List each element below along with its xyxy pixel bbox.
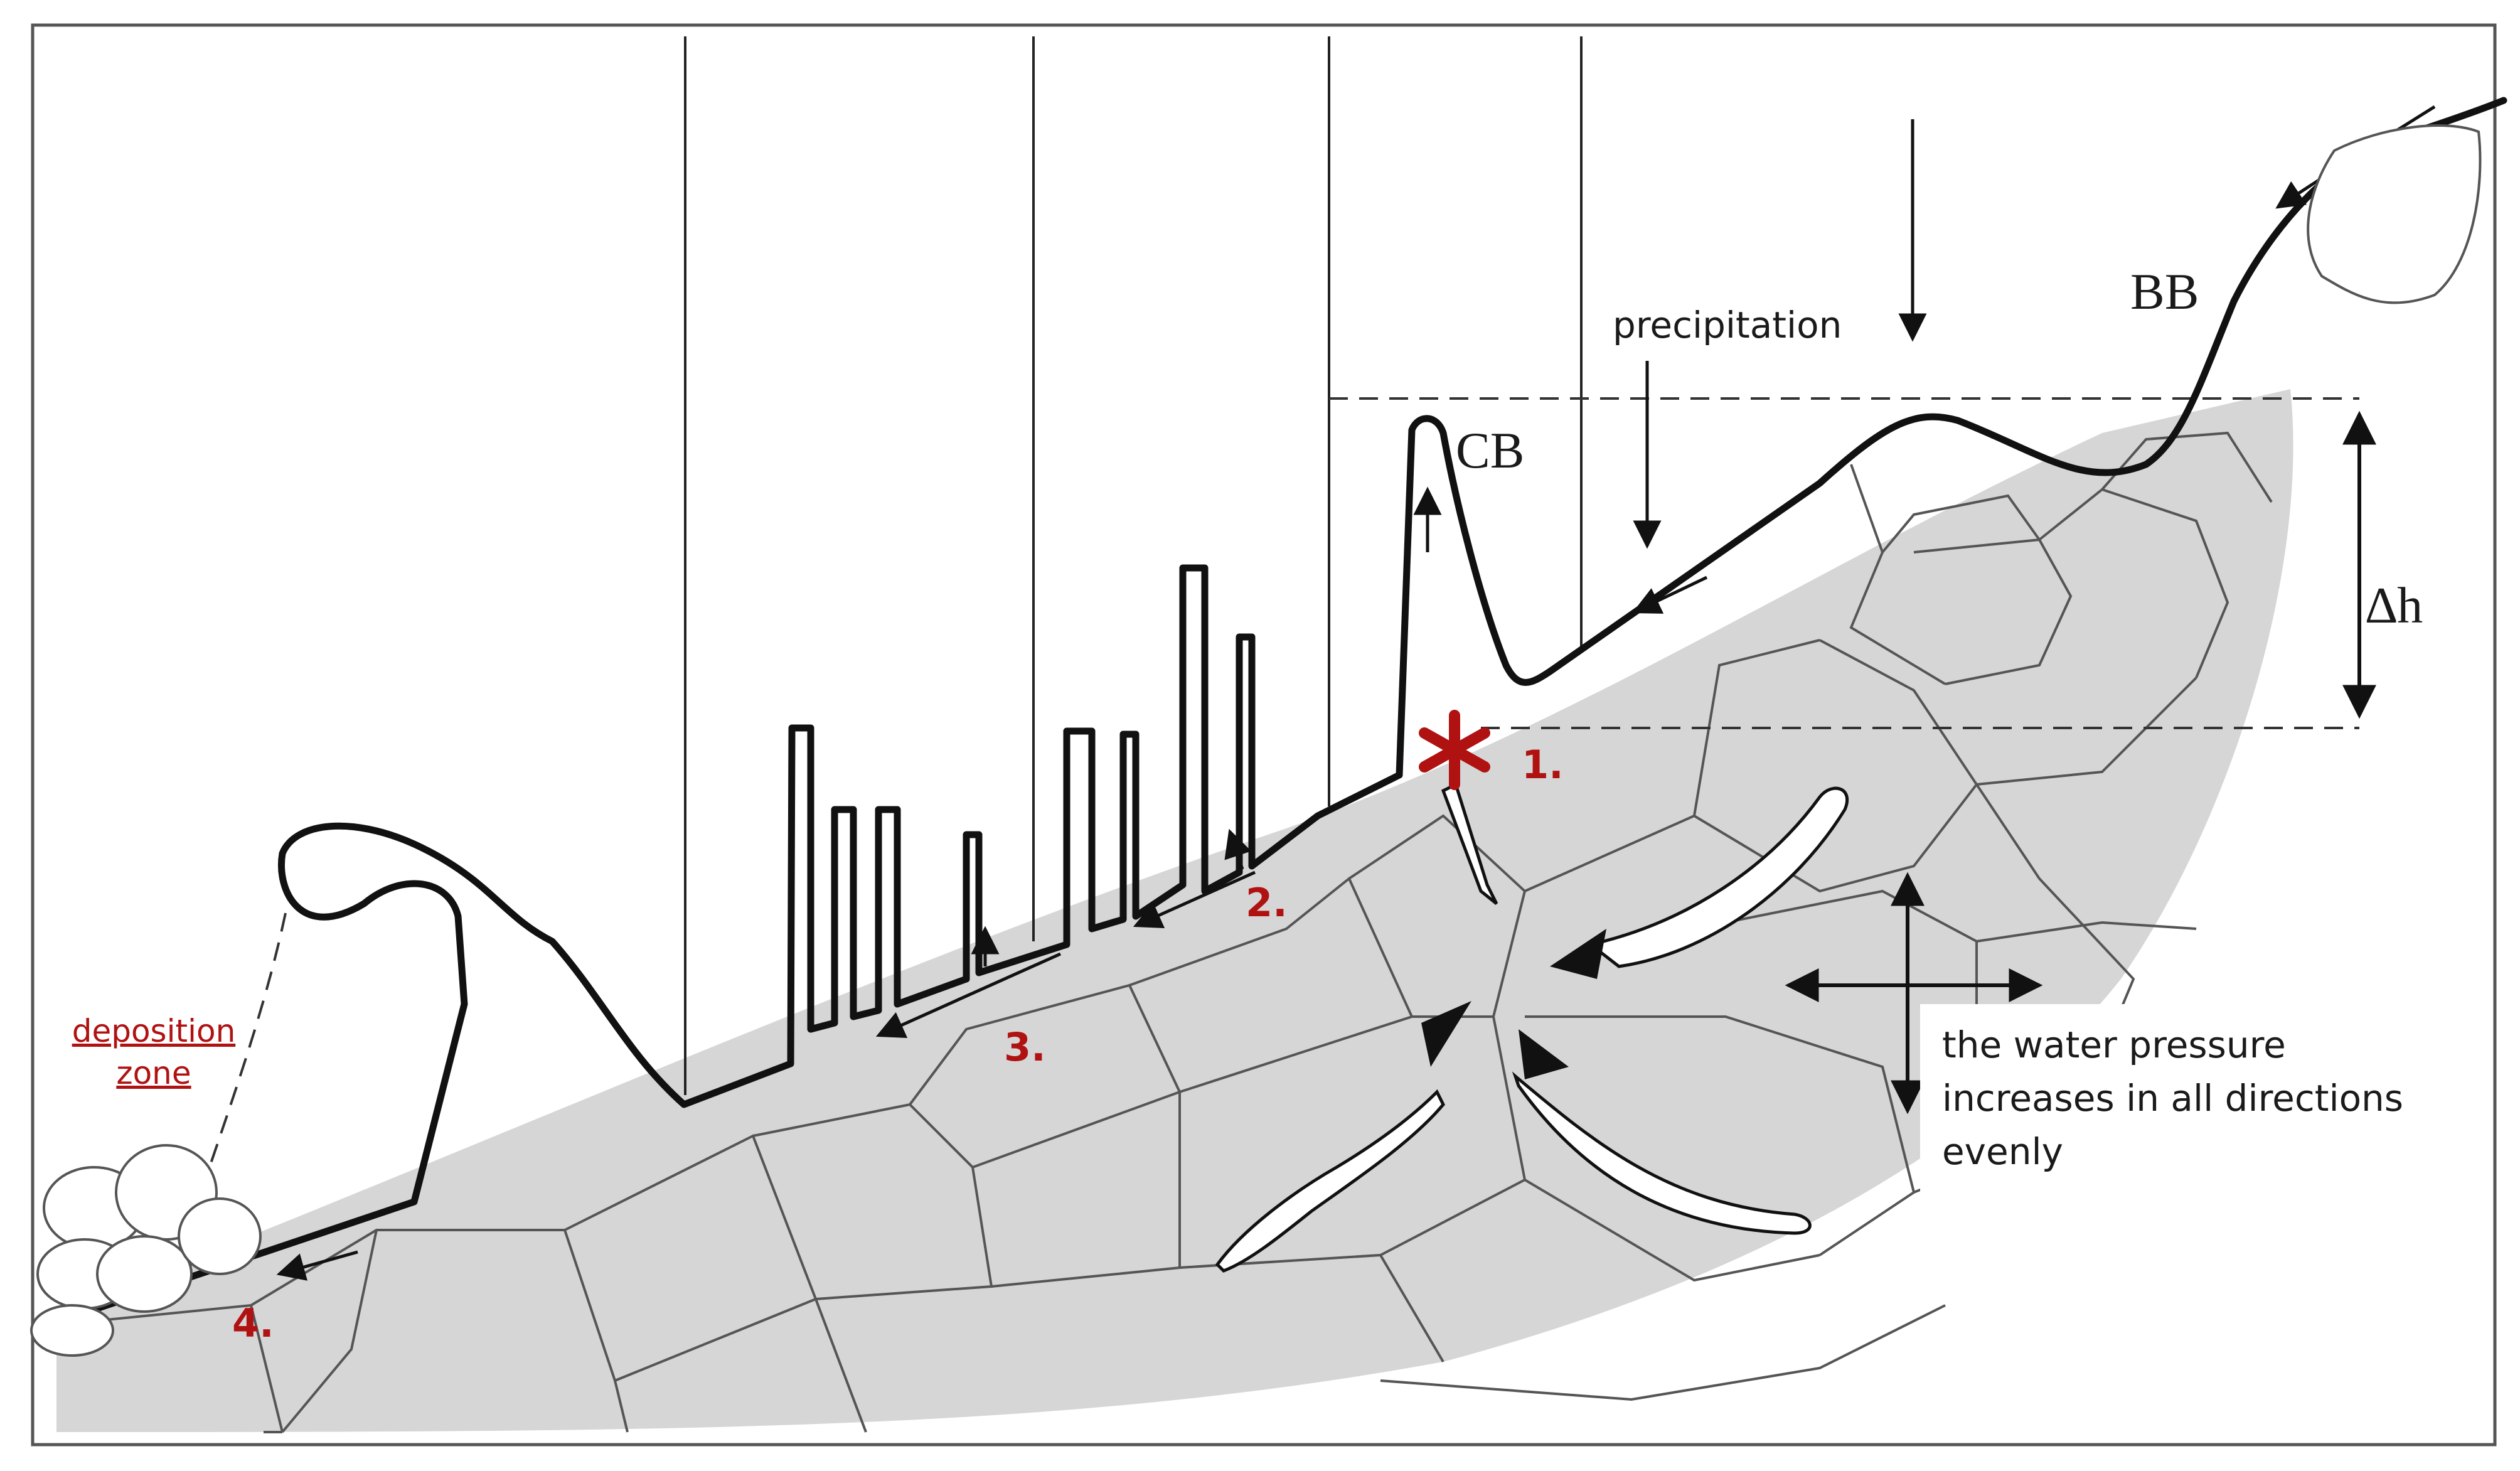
label-step-3: 3.: [1004, 1024, 1046, 1070]
pressure-note-line-1: the water pressure: [1942, 1024, 2286, 1066]
pressure-cross: [1785, 872, 2043, 1115]
label-step-1: 1.: [1522, 742, 1564, 788]
rock-blocks: [62, 431, 2273, 1433]
label-deposition-zone-2: zone: [116, 1055, 191, 1091]
bedrock-ground: [56, 389, 2293, 1432]
frame-border: [31, 23, 2497, 1447]
asterisk-marker: [1419, 710, 1490, 790]
pressure-note-line-2: increases in all directions: [1942, 1077, 2403, 1120]
label-step-2: 2.: [1246, 880, 1288, 926]
vertical-lines: [684, 36, 1583, 1095]
glacier-surface: [75, 97, 2507, 1319]
upper-boulders: [2307, 124, 2482, 304]
label-delta-h: ∆h: [2366, 577, 2423, 634]
pressure-note-line-3: evenly: [1942, 1130, 2063, 1173]
conduit-arrows: [1215, 782, 1849, 1273]
conduit-arrowheads: [1421, 929, 1606, 1079]
label-bb: BB: [2130, 263, 2199, 320]
pressure-note-box: [1920, 1004, 2485, 1199]
label-step-4: 4.: [232, 1300, 274, 1346]
label-precipitation: precipitation: [1613, 304, 1842, 346]
flow-arrows: [276, 105, 2436, 1281]
deposition-boulders: [30, 1144, 262, 1357]
label-deposition-zone-1: deposition: [72, 1013, 236, 1049]
label-cb: CB: [1456, 422, 1524, 479]
